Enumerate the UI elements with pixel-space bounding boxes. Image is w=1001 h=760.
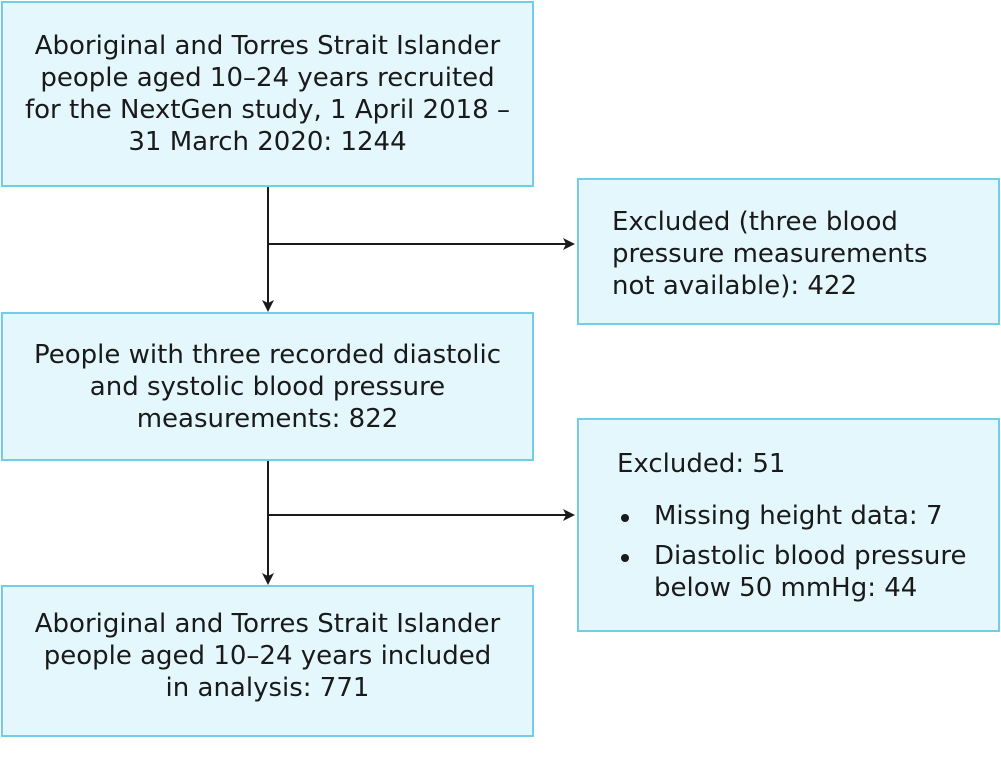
excluded-other-box: Excluded: 51 Missing height data: 7 Dias… [577,418,1000,632]
included-box: Aboriginal and Torres Strait Islander pe… [1,585,534,737]
excluded-no-bp-box: Excluded (three blood pressure measureme… [577,178,1000,325]
excluded-reason-height: Missing height data: 7 [654,501,943,531]
excluded-reason-diastolic: Diastolic blood pressure below 50 mmHg: … [654,541,967,603]
included-text: Aboriginal and Torres Strait Islander pe… [34,609,501,703]
recruited-text: Aboriginal and Torres Strait Islander pe… [25,31,510,157]
recorded-bp-text: People with three recorded diastolic and… [34,339,501,434]
excluded-other-title: Excluded: 51 [617,449,786,479]
bullet-icon [621,514,629,522]
bullet-icon [621,554,629,562]
list-item: Missing height data: 7 [617,500,978,532]
excluded-no-bp-text: Excluded (three blood pressure measureme… [612,207,928,301]
recorded-bp-box: People with three recorded diastolic and… [1,312,534,461]
recruited-box: Aboriginal and Torres Strait Islander pe… [1,1,534,187]
excluded-reasons-list: Missing height data: 7 Diastolic blood p… [617,500,978,604]
list-item: Diastolic blood pressure below 50 mmHg: … [617,540,978,604]
